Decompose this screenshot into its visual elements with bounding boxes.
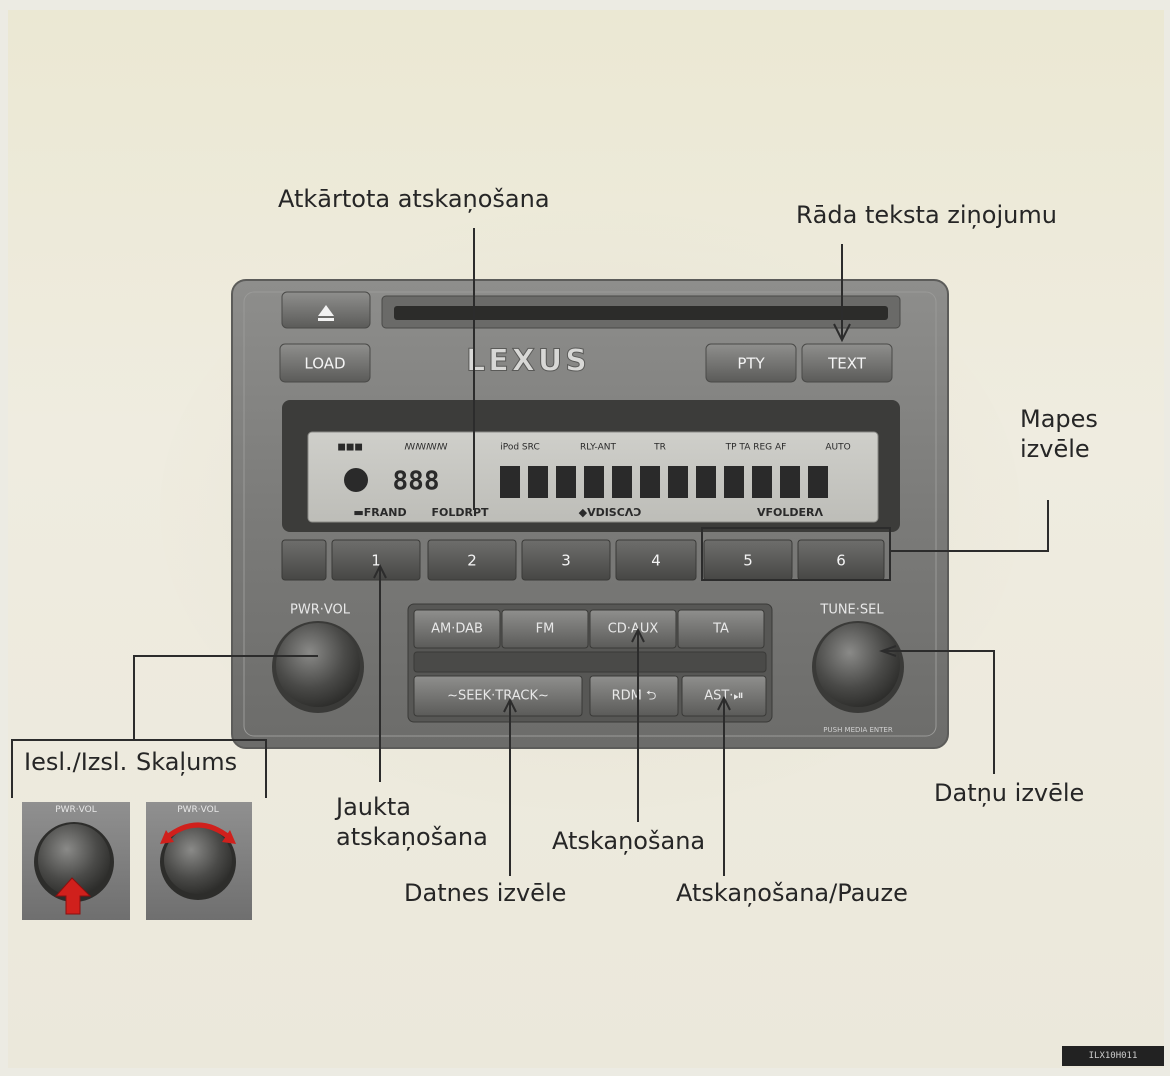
faceplate-bezel <box>243 291 937 737</box>
source-button-1[interactable]: FM <box>501 609 589 649</box>
svg-text:LOAD: LOAD <box>304 355 345 373</box>
pwr-vol-label: PWR·VOL <box>290 603 351 618</box>
lcd-segment <box>528 466 548 498</box>
push-media-label: PUSH MEDIA ENTER <box>823 726 893 734</box>
tune-sel-label: TUNE·SEL <box>819 603 884 618</box>
source-label: TA <box>712 622 729 637</box>
lcd-indicator: RLY-ANT <box>580 443 616 453</box>
lcd-segment <box>640 466 660 498</box>
preset-button-1[interactable]: 1 <box>331 539 421 581</box>
source-button-0[interactable]: AM·DAB <box>413 609 501 649</box>
preset-label: 3 <box>561 552 571 570</box>
label-on-off: Iesl./Izsl. <box>24 748 128 776</box>
preset-label: 1 <box>371 552 381 570</box>
lcd-content: ■■■ ꟿꟿꟿꟿ iPod SRC RLY-ANT TR TP TA REG AF AUTO… <box>337 443 850 520</box>
lcd-indicator: AUTO <box>825 443 850 453</box>
lcd-segment <box>696 466 716 498</box>
label-playback: Atskaņošana <box>552 827 706 855</box>
label-volume: Skaļums <box>136 748 238 776</box>
tune-sel-knob[interactable] <box>812 621 904 713</box>
svg-text:TEXT: TEXT <box>827 355 867 373</box>
lcd-segment <box>556 466 576 498</box>
text-button[interactable]: TEXT <box>801 343 893 383</box>
lcd-segment <box>584 466 604 498</box>
lcd-bottom-item: FOLDRPT <box>431 506 489 519</box>
preset-button-4[interactable]: 4 <box>615 539 697 581</box>
lcd-segment <box>724 466 744 498</box>
preset-button-row: 1 2 3 4 5 6 <box>281 539 885 581</box>
callout-lines <box>11 228 1049 876</box>
lcd-bottom-item: ◆VDISCΛƆ <box>579 506 642 519</box>
lcd-bottom-item: ▬FRAND <box>353 506 406 519</box>
rdm-rpt-button[interactable]: RDM ⮌ <box>589 675 679 717</box>
preset-label: 4 <box>651 552 661 570</box>
preset-label: 6 <box>836 552 846 570</box>
label-folder-select: Mapes izvēle <box>1020 405 1098 463</box>
lcd-segment <box>668 466 688 498</box>
bottom-button-row: ∼SEEK·TRACK∼RDM ⮌AST·⏯ <box>413 675 767 717</box>
lcd-indicator: TR <box>653 443 666 453</box>
lcd-bottom-item: VFOLDERΛ <box>757 506 824 519</box>
label-show-text-message: Rāda teksta ziņojumu <box>796 201 1057 229</box>
lcd-segment <box>752 466 772 498</box>
panel-divider <box>413 651 767 673</box>
preset-label: 5 <box>743 552 753 570</box>
preset-button-3[interactable]: 3 <box>521 539 611 581</box>
lcd-indicator: ꟿꟿꟿꟿ <box>404 443 447 453</box>
disc-slot[interactable] <box>394 306 888 320</box>
label-random-play: Jaukta atskaņošana <box>336 793 488 851</box>
source-button-3[interactable]: TA <box>677 609 765 649</box>
lcd-indicator: ■■■ <box>337 443 363 453</box>
pty-button[interactable]: PTY <box>705 343 797 383</box>
pwr-vol-knob[interactable] <box>272 621 364 713</box>
source-label: FM <box>536 622 555 637</box>
inset-power-image: PWR·VOL <box>22 802 130 920</box>
rdm-rpt-label: RDM ⮌ <box>612 689 657 704</box>
inset-volume-knob-label: PWR·VOL <box>177 805 219 815</box>
seek-track-label: ∼SEEK·TRACK∼ <box>447 689 549 704</box>
lcd-indicator: iPod SRC <box>500 443 540 453</box>
push-arrow-icon <box>54 877 92 915</box>
figure-code: ILX10H011 <box>1062 1046 1164 1066</box>
eject-icon <box>318 305 334 316</box>
preset-button-5[interactable]: 5 <box>703 539 793 581</box>
lcd-main-digits: 888 <box>393 467 440 497</box>
brand-logo: LEXUS <box>466 344 590 379</box>
source-label: CD·AUX <box>608 622 659 637</box>
lcd-indicator: TP TA REG AF <box>725 443 787 453</box>
lcd-disc-icon <box>344 468 368 492</box>
eject-button[interactable] <box>281 291 371 329</box>
rotate-arrow-icon <box>164 822 232 840</box>
lcd-segment <box>612 466 632 498</box>
preset-button-6[interactable]: 6 <box>797 539 885 581</box>
source-button-row: AM·DAB FM CD·AUX TA <box>413 609 765 649</box>
lcd-segment <box>780 466 800 498</box>
label-file-select: Datnes izvēle <box>404 879 567 907</box>
label-play-pause: Atskaņošana/Pauze <box>676 879 908 907</box>
label-repeat-play: Atkārtota atskaņošana <box>278 185 550 213</box>
inset-power-knob-label: PWR·VOL <box>55 805 97 815</box>
load-button[interactable]: LOAD <box>279 343 371 383</box>
svg-text:PTY: PTY <box>737 355 765 373</box>
seek-track-button[interactable]: ∼SEEK·TRACK∼ <box>413 675 583 717</box>
preset-label: 2 <box>467 552 477 570</box>
source-button-2[interactable]: CD·AUX <box>589 609 677 649</box>
label-file-selection: Datņu izvēle <box>934 779 1085 807</box>
lcd-segment <box>500 466 520 498</box>
inset-volume-image: PWR·VOL <box>146 802 252 920</box>
lcd-segment <box>808 466 828 498</box>
source-label: AM·DAB <box>431 622 483 637</box>
preset-button-blank[interactable] <box>281 539 327 581</box>
preset-button-2[interactable]: 2 <box>427 539 517 581</box>
